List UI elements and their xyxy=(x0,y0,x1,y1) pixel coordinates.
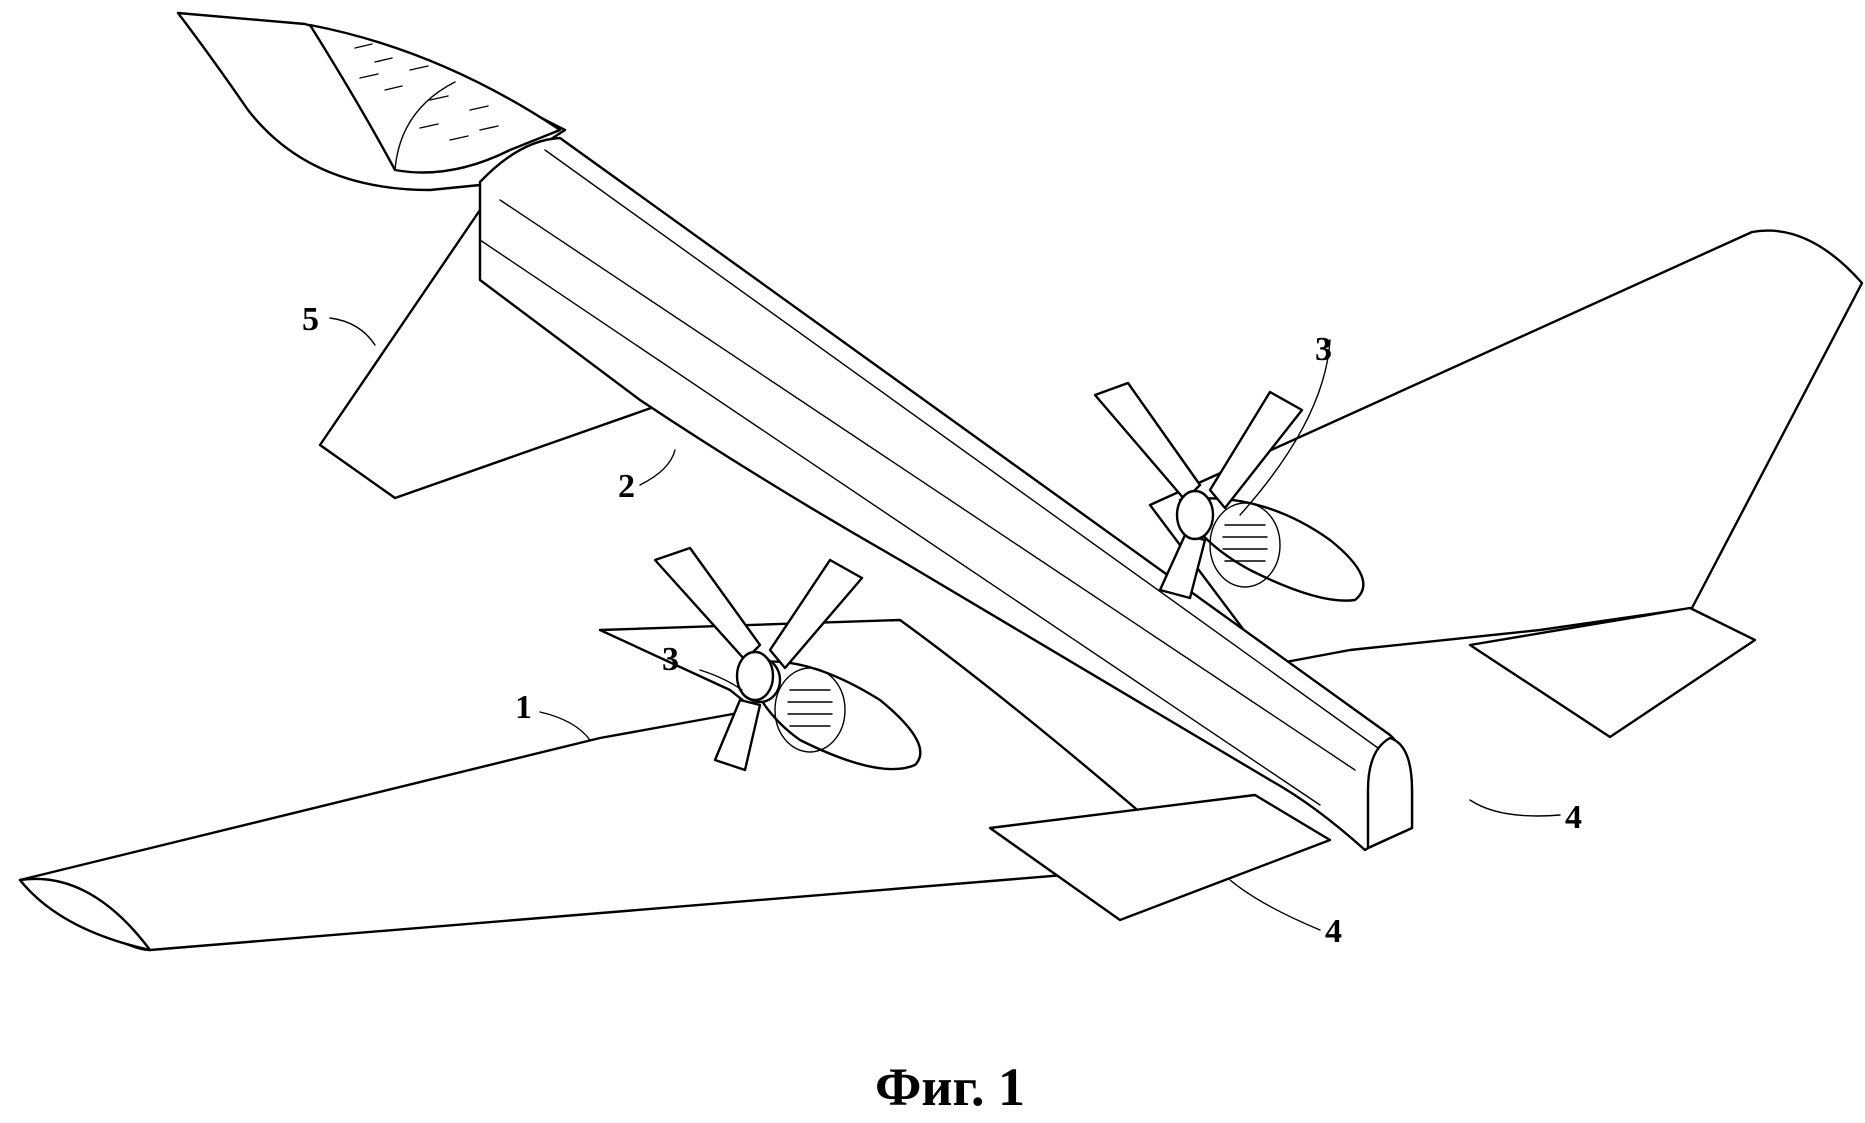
label-propeller-right: 3 xyxy=(1315,331,1332,368)
nose-cone xyxy=(176,11,567,192)
fuselage xyxy=(478,136,1414,852)
label-canard: 5 xyxy=(302,301,319,338)
left-intake-grille-icon xyxy=(774,667,846,753)
figure-caption: Фиг. 1 xyxy=(875,1057,1025,1117)
right-engine-nacelle xyxy=(1093,381,1365,602)
label-rear-surface-left: 4 xyxy=(1325,913,1342,950)
label-fuselage: 2 xyxy=(618,468,635,505)
leader-lines xyxy=(329,317,1561,931)
rear-surface-right xyxy=(1468,606,1757,739)
left-propeller-icon xyxy=(653,546,864,772)
rear-surface-left xyxy=(988,793,1332,922)
label-wing: 1 xyxy=(515,689,532,726)
cockpit-glazing-icon xyxy=(354,43,499,141)
left-engine-nacelle xyxy=(653,546,922,772)
label-rear-surface-right: 4 xyxy=(1565,799,1582,836)
label-propeller-left: 3 xyxy=(662,641,679,678)
right-propeller-icon xyxy=(1093,381,1304,600)
right-intake-grille-icon xyxy=(1209,502,1281,588)
